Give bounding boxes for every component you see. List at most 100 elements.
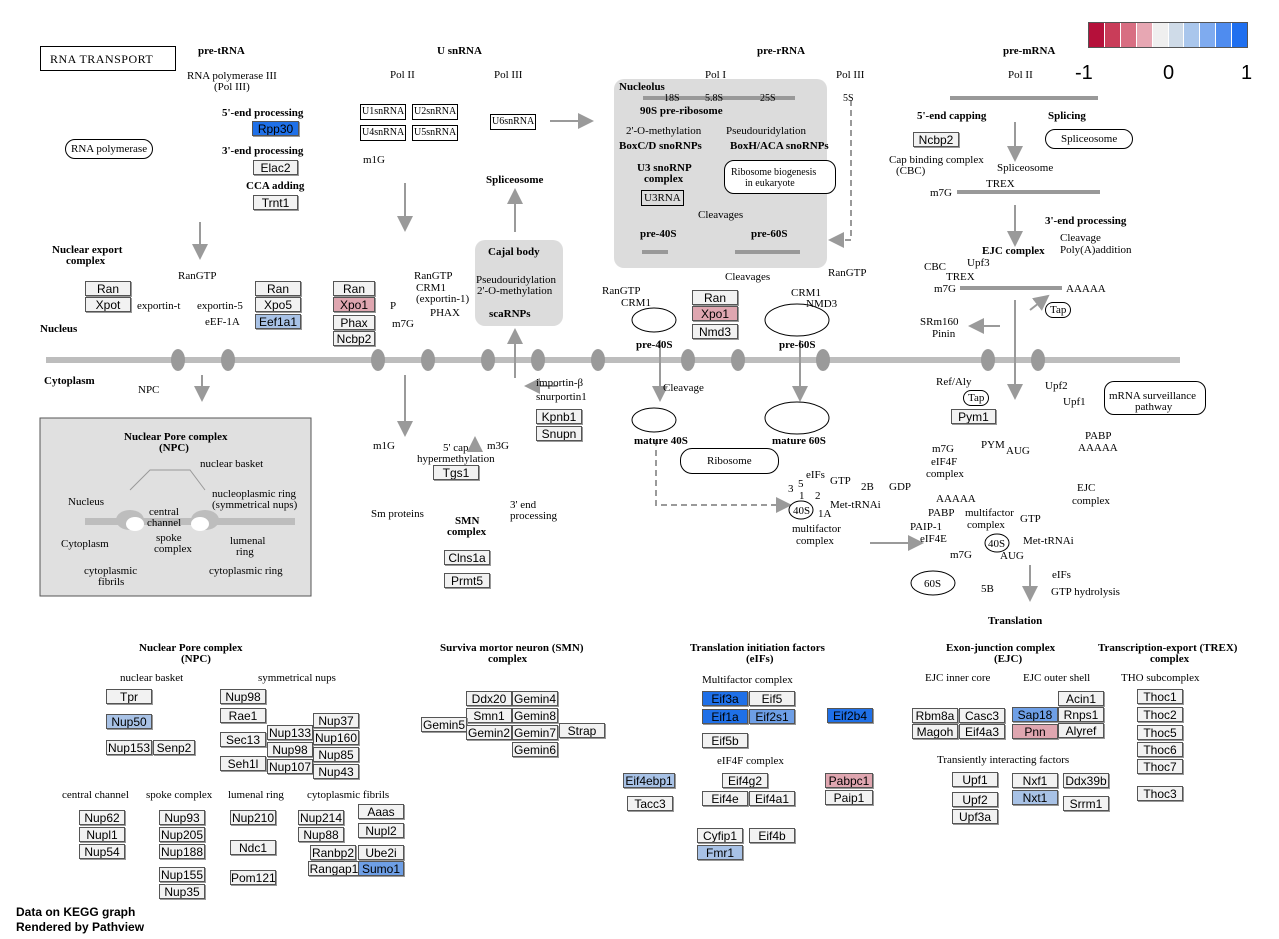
gene-node-nup98[interactable]: Nup98 xyxy=(220,689,266,704)
gene-node-nup54[interactable]: Nup54 xyxy=(79,844,125,859)
gene-node-rangap1[interactable]: Rangap1 xyxy=(308,861,360,876)
gene-node-thoc7[interactable]: Thoc7 xyxy=(1137,759,1183,774)
gene-node-nup98[interactable]: Nup98 xyxy=(267,742,313,757)
gene-node-nxt1[interactable]: Nxt1 xyxy=(1012,790,1058,805)
gene-node-ddx39b[interactable]: Ddx39b xyxy=(1063,773,1109,788)
gene-node-ndc1[interactable]: Ndc1 xyxy=(230,840,276,855)
gene-node-rnps1[interactable]: Rnps1 xyxy=(1058,707,1104,722)
spliceosome-link[interactable]: Spliceosome xyxy=(1045,129,1134,149)
gene-node-nup153[interactable]: Nup153 xyxy=(106,740,152,755)
gene-node-xpo1[interactable]: Xpo1 xyxy=(333,297,375,312)
gene-node-ncbp2[interactable]: Ncbp2 xyxy=(333,331,375,346)
gene-node-nup85[interactable]: Nup85 xyxy=(313,747,359,762)
gene-node-eif4b[interactable]: Eif4b xyxy=(749,828,795,843)
gene-node-sumo1[interactable]: Sumo1 xyxy=(358,861,404,876)
gene-node-eif2b4[interactable]: Eif2b4 xyxy=(827,708,873,723)
gene-node-strap[interactable]: Strap xyxy=(559,723,605,738)
gene-node-ran[interactable]: Ran xyxy=(333,281,375,296)
gene-node-aaas[interactable]: Aaas xyxy=(358,804,404,819)
gene-node-thoc3[interactable]: Thoc3 xyxy=(1137,786,1183,801)
gene-node-gemin8[interactable]: Gemin8 xyxy=(512,708,558,723)
gene-node-elac2[interactable]: Elac2 xyxy=(253,160,298,175)
gene-node-eif4a1[interactable]: Eif4a1 xyxy=(749,791,795,806)
gene-node-nupl2[interactable]: Nupl2 xyxy=(358,823,404,838)
gene-node-srrm1[interactable]: Srrm1 xyxy=(1063,796,1109,811)
mrna-surveillance-link[interactable] xyxy=(1104,381,1206,415)
gene-node-tpr[interactable]: Tpr xyxy=(106,689,152,704)
gene-node-nup93[interactable]: Nup93 xyxy=(159,810,205,825)
gene-node-upf1[interactable]: Upf1 xyxy=(952,772,998,787)
gene-node-eif4g2[interactable]: Eif4g2 xyxy=(722,773,768,788)
gene-node-upf2[interactable]: Upf2 xyxy=(952,792,998,807)
gene-node-eif4ebp1[interactable]: Eif4ebp1 xyxy=(623,773,675,788)
gene-node-eif5b[interactable]: Eif5b xyxy=(702,733,748,748)
ribosome-biogenesis-link[interactable] xyxy=(724,160,836,194)
gene-node-smn1[interactable]: Smn1 xyxy=(466,708,512,723)
gene-node-thoc5[interactable]: Thoc5 xyxy=(1137,725,1183,740)
gene-node-trnt1[interactable]: Trnt1 xyxy=(253,195,298,210)
gene-node-ddx20[interactable]: Ddx20 xyxy=(466,691,512,706)
gene-node-xpo5[interactable]: Xpo5 xyxy=(255,297,301,312)
gene-node-thoc1[interactable]: Thoc1 xyxy=(1137,689,1183,704)
gene-node-casc3[interactable]: Casc3 xyxy=(959,708,1005,723)
gene-node-pabpc1[interactable]: Pabpc1 xyxy=(825,773,873,788)
gene-node-paip1[interactable]: Paip1 xyxy=(825,790,873,805)
gene-node-nup35[interactable]: Nup35 xyxy=(159,884,205,899)
gene-node-senp2[interactable]: Senp2 xyxy=(153,740,195,755)
gene-node-ncbp2[interactable]: Ncbp2 xyxy=(913,132,959,147)
gene-node-eif1a[interactable]: Eif1a xyxy=(702,709,748,724)
gene-node-magoh[interactable]: Magoh xyxy=(912,724,958,739)
gene-node-cyfip1[interactable]: Cyfip1 xyxy=(697,828,743,843)
gene-node-eif2s1[interactable]: Eif2s1 xyxy=(749,709,795,724)
gene-node-gemin2[interactable]: Gemin2 xyxy=(466,725,512,740)
gene-node-nup37[interactable]: Nup37 xyxy=(313,713,359,728)
gene-node-alyref[interactable]: Alyref xyxy=(1058,723,1104,738)
gene-node-tgs1[interactable]: Tgs1 xyxy=(433,465,479,480)
gene-node-prmt5[interactable]: Prmt5 xyxy=(444,573,490,588)
gene-node-nup205[interactable]: Nup205 xyxy=(159,827,205,842)
gene-node-tacc3[interactable]: Tacc3 xyxy=(627,796,673,811)
gene-node-acin1[interactable]: Acin1 xyxy=(1058,691,1104,706)
gene-node-thoc6[interactable]: Thoc6 xyxy=(1137,742,1183,757)
gene-node-nup62[interactable]: Nup62 xyxy=(79,810,125,825)
gene-node-gemin7[interactable]: Gemin7 xyxy=(512,725,558,740)
gene-node-phax[interactable]: Phax xyxy=(333,315,375,330)
gene-node-gemin6[interactable]: Gemin6 xyxy=(512,742,558,757)
gene-node-seh1l[interactable]: Seh1l xyxy=(220,756,266,771)
gene-node-nup155[interactable]: Nup155 xyxy=(159,867,205,882)
gene-node-snupn[interactable]: Snupn xyxy=(536,426,582,441)
gene-node-nup133[interactable]: Nup133 xyxy=(267,725,313,740)
gene-node-sec13[interactable]: Sec13 xyxy=(220,732,266,747)
gene-node-nup107[interactable]: Nup107 xyxy=(267,759,313,774)
gene-node-pym1[interactable]: Pym1 xyxy=(951,409,996,424)
label-ribosome[interactable]: Ribosome xyxy=(680,448,779,474)
gene-node-ran[interactable]: Ran xyxy=(255,281,301,296)
gene-node-eef1a1[interactable]: Eef1a1 xyxy=(255,314,301,329)
gene-node-eif3a[interactable]: Eif3a xyxy=(702,691,748,706)
gene-node-xpot[interactable]: Xpot xyxy=(85,297,131,312)
gene-node-eif4e[interactable]: Eif4e xyxy=(702,791,748,806)
gene-node-sap18[interactable]: Sap18 xyxy=(1012,707,1058,722)
gene-node-nxf1[interactable]: Nxf1 xyxy=(1012,773,1058,788)
gene-node-gemin5[interactable]: Gemin5 xyxy=(421,717,467,732)
gene-node-ube2i[interactable]: Ube2i xyxy=(358,845,404,860)
gene-node-nup50[interactable]: Nup50 xyxy=(106,714,152,729)
gene-node-nmd3[interactable]: Nmd3 xyxy=(692,324,738,339)
gene-node-pom121[interactable]: Pom121 xyxy=(230,870,276,885)
gene-node-clns1a[interactable]: Clns1a xyxy=(444,550,490,565)
gene-node-rpp30[interactable]: Rpp30 xyxy=(252,121,299,136)
gene-node-nup88[interactable]: Nup88 xyxy=(298,827,344,842)
gene-node-eif5[interactable]: Eif5 xyxy=(749,691,795,706)
gene-node-ranbp2[interactable]: Ranbp2 xyxy=(310,845,356,860)
gene-node-rbm8a[interactable]: Rbm8a xyxy=(912,708,958,723)
gene-node-ran[interactable]: Ran xyxy=(692,290,738,305)
gene-node-xpo1[interactable]: Xpo1 xyxy=(692,306,738,321)
gene-node-nupl1[interactable]: Nupl1 xyxy=(79,827,125,842)
gene-node-kpnb1[interactable]: Kpnb1 xyxy=(536,409,582,424)
gene-node-upf3a[interactable]: Upf3a xyxy=(952,809,998,824)
gene-node-nup188[interactable]: Nup188 xyxy=(159,844,205,859)
gene-node-ran[interactable]: Ran xyxy=(85,281,131,296)
gene-node-eif4a3[interactable]: Eif4a3 xyxy=(959,724,1005,739)
gene-node-pnn[interactable]: Pnn xyxy=(1012,724,1058,739)
gene-node-nup160[interactable]: Nup160 xyxy=(313,730,359,745)
